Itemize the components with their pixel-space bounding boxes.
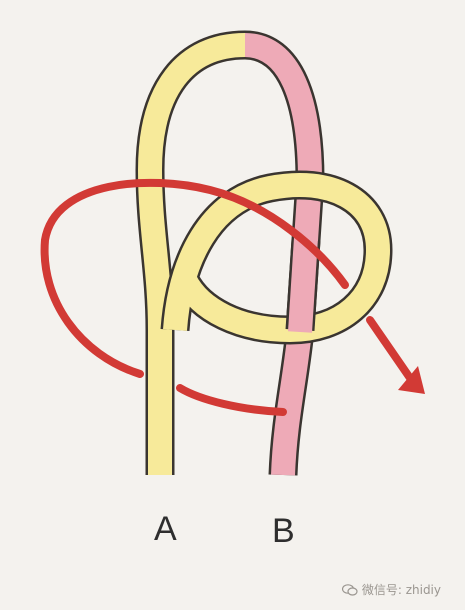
end-label-a: A [154,510,177,548]
cord-loop [160,170,393,345]
cord-b-over [285,237,321,333]
wechat-icon [341,583,358,596]
guide-arrow-path [40,178,414,416]
guide-arrow [40,178,414,416]
end-label-b: B [272,512,295,550]
watermark-text: 微信号: zhidiy [361,583,441,597]
cord-a [135,30,246,475]
watermark: 微信号: zhidiy [341,581,441,598]
arrowhead-icon [398,366,425,394]
